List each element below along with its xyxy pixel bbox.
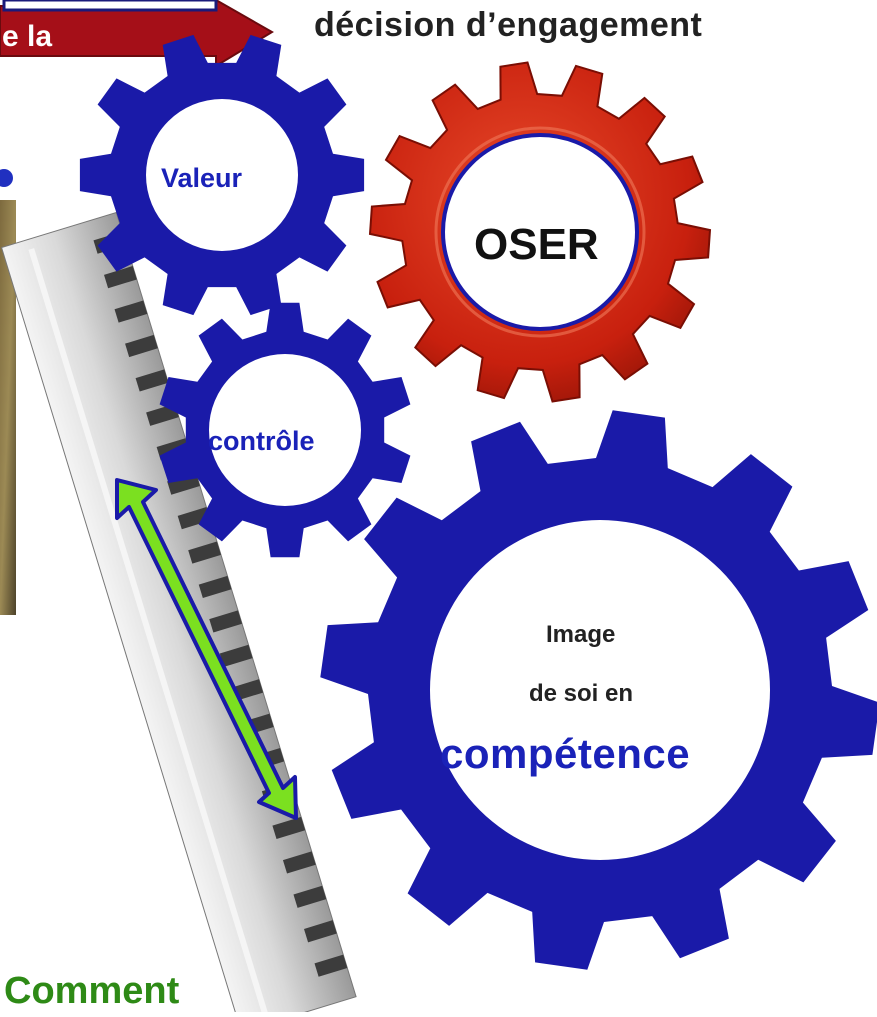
gear-valeur bbox=[79, 34, 365, 316]
rack-tooth bbox=[282, 851, 316, 874]
gear-label-image: Image bbox=[546, 621, 616, 648]
rack-tooth bbox=[198, 575, 232, 599]
rack-tooth bbox=[104, 266, 137, 289]
rack-tooth bbox=[272, 816, 306, 840]
rack-tooth bbox=[135, 369, 169, 392]
rack-tooth bbox=[188, 541, 221, 564]
rack-tooth bbox=[125, 334, 158, 358]
gear-competence bbox=[320, 410, 877, 970]
footer-text: Comment bbox=[4, 970, 180, 1012]
rack-tooth bbox=[303, 920, 337, 943]
banner-arrow bbox=[0, 0, 274, 68]
rack-tooth bbox=[219, 644, 253, 667]
gear-label-oser: OSER bbox=[474, 220, 599, 269]
gear-label-de-soi: de soi en bbox=[529, 680, 634, 707]
gear-oser-rim bbox=[434, 126, 646, 338]
rack-tooth bbox=[293, 885, 327, 908]
gear-oser-hub bbox=[441, 133, 639, 331]
rack-tooth bbox=[314, 954, 348, 977]
green-double-arrow bbox=[115, 478, 298, 820]
rack-tooth bbox=[177, 507, 211, 530]
partial-mark bbox=[0, 169, 13, 187]
banner-label: e la bbox=[2, 20, 53, 53]
background-photo bbox=[0, 200, 16, 615]
gear-label-controle: contrôle bbox=[208, 426, 315, 456]
rack-tooth bbox=[114, 300, 148, 323]
gear-label-valeur: Valeur bbox=[161, 163, 243, 193]
rack-tooth bbox=[209, 610, 243, 633]
gear-label-competence: compétence bbox=[440, 730, 691, 777]
diagram-title: décision d’engagement bbox=[314, 6, 703, 44]
gear-controle bbox=[159, 302, 411, 558]
